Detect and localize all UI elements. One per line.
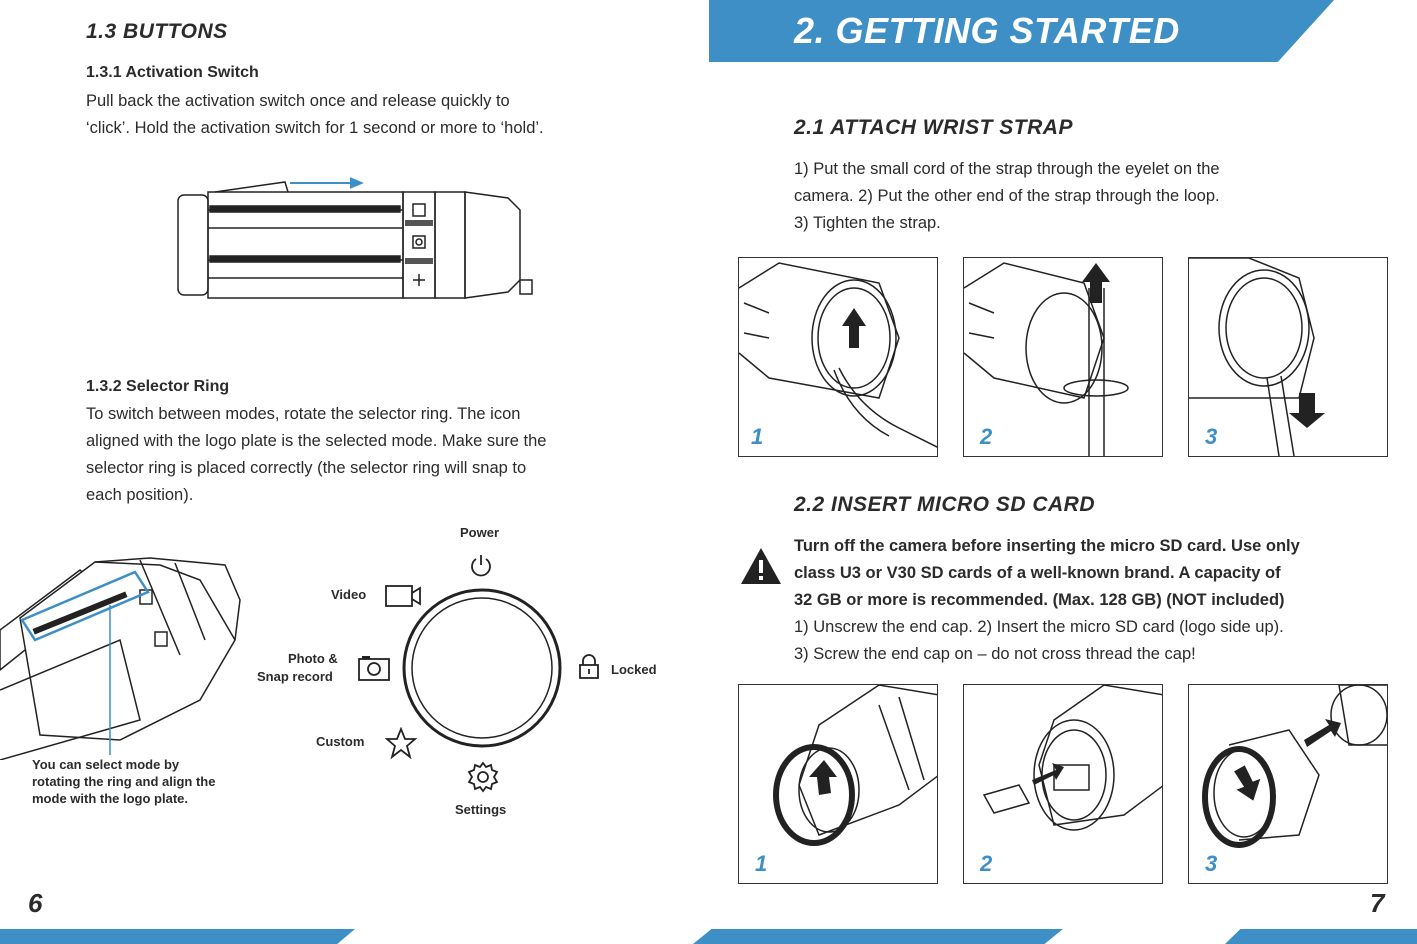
lock-icon [579, 654, 599, 679]
sd-step-2-panel: 2 [963, 684, 1163, 884]
selector-line-3: selector ring is placed correctly (the s… [86, 459, 527, 477]
sd-line-1: 1) Unscrew the end cap. 2) Insert the mi… [794, 618, 1284, 636]
sd-warning-line-3: 32 GB or more is recommended. (Max. 128 … [794, 591, 1285, 609]
footer-bar-left [0, 929, 355, 944]
page-number-right: 7 [1370, 888, 1385, 918]
sd-step-3-number: 3 [1205, 851, 1218, 876]
label-video: Video [331, 587, 367, 602]
label-locked: Locked [611, 662, 657, 677]
gear-icon [467, 761, 499, 793]
strap-step-3-panel: 3 [1188, 257, 1388, 457]
selector-line-4: each position). [86, 486, 194, 504]
wrist-strap-text: 1) Put the small cord of the strap throu… [794, 156, 1354, 237]
activation-switch-text: Pull back the activation switch once and… [86, 88, 676, 142]
callout-line-1: You can select mode by [32, 757, 180, 772]
selector-line-2: aligned with the logo plate is the selec… [86, 432, 547, 450]
sd-step-3-panel: 3 [1188, 684, 1388, 884]
sd-step-2-illustration [982, 685, 1162, 831]
section-title-buttons: 1.3 BUTTONS [86, 20, 228, 43]
selector-ring-title: 1.3.2 Selector Ring [86, 378, 230, 395]
strap-step-1-number: 1 [751, 424, 764, 449]
strap-line-3: 3) Tighten the strap. [794, 214, 941, 232]
activation-line-1: Pull back the activation switch once and… [86, 92, 510, 110]
label-custom: Custom [316, 734, 365, 749]
strap-step-2-panel: 2 [963, 257, 1163, 457]
activation-switch-title: 1.3.1 Activation Switch [86, 64, 259, 81]
sd-card-text: Turn off the camera before inserting the… [794, 533, 1394, 668]
sd-step-1-number: 1 [755, 851, 768, 876]
label-power: Power [460, 525, 500, 540]
section-title-sd-card: 2.2 INSERT MICRO SD CARD [794, 493, 1095, 516]
mode-callout: You can select mode by rotating the ring… [32, 756, 252, 807]
video-icon [385, 585, 421, 607]
strap-step-2-illustration [964, 262, 1129, 456]
camera-icon [358, 656, 390, 681]
getting-started-banner [709, 0, 1334, 62]
sd-line-2: 3) Screw the end cap on – do not cross t… [794, 645, 1196, 663]
selector-line-1: To switch between modes, rotate the sele… [86, 405, 521, 423]
sd-step-3-illustration [1202, 685, 1387, 848]
warning-icon [741, 548, 781, 584]
sd-warning-line-1: Turn off the camera before inserting the… [794, 537, 1300, 555]
activation-line-2: ‘click’. Hold the activation switch for … [86, 119, 544, 137]
power-icon [471, 555, 491, 577]
label-photo-2: Snap record [257, 669, 333, 684]
strap-step-3-number: 3 [1205, 424, 1218, 449]
page-number-left: 6 [28, 888, 43, 918]
sd-step-2-number: 2 [980, 851, 993, 876]
strap-step-1-illustration [739, 262, 937, 448]
selector-ring-diagram [402, 588, 562, 748]
sd-step-1-panel: 1 [738, 684, 938, 884]
section-title-wrist-strap: 2.1 ATTACH WRIST STRAP [794, 116, 1073, 139]
strap-line-2: camera. 2) Put the other end of the stra… [794, 187, 1220, 205]
footer-bar-center [693, 929, 1063, 944]
label-photo-1: Photo & [288, 651, 338, 666]
sd-warning-line-2: class U3 or V30 SD cards of a well-known… [794, 564, 1281, 582]
strap-step-2-number: 2 [980, 424, 993, 449]
camera-side-illustration [177, 177, 533, 299]
selector-ring-text: To switch between modes, rotate the sele… [86, 401, 686, 509]
label-settings: Settings [455, 802, 507, 817]
strap-line-1: 1) Put the small cord of the strap throu… [794, 160, 1220, 178]
callout-line-2: rotating the ring and align the [32, 774, 216, 789]
camera-angled-illustration [0, 557, 241, 760]
star-icon [385, 727, 417, 759]
sd-step-1-illustration [773, 685, 937, 846]
strap-step-3-illustration [1189, 258, 1325, 456]
banner-title: 2. GETTING STARTED [794, 10, 1180, 51]
strap-step-1-panel: 1 [738, 257, 938, 457]
callout-line-3: mode with the logo plate. [32, 791, 188, 806]
footer-bar-right [1225, 929, 1417, 944]
